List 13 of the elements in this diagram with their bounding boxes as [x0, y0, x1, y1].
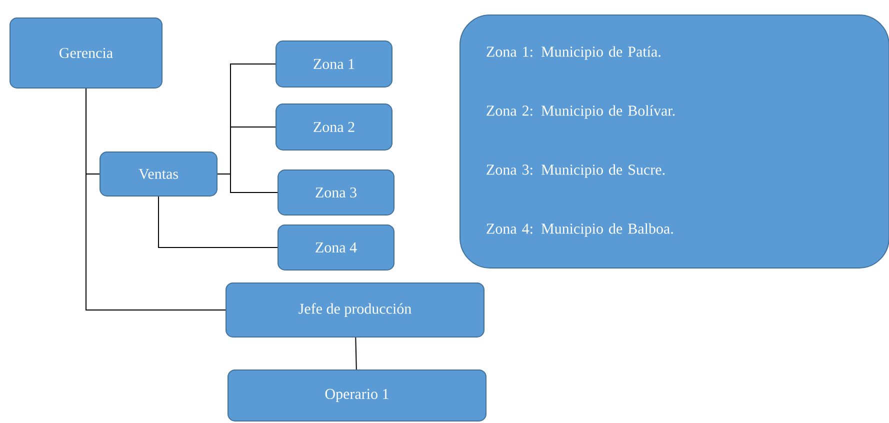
- org-box: Ventas: [100, 152, 218, 196]
- info-box: Zona 1: Municipio de Patía. Zona 2: Municipio de Bolívar. Zona 3: Municipio de Sucre. Zona 4: Municipio de Balboa.: [460, 14, 889, 268]
- connector-line: [158, 196, 278, 248]
- org-box: Zona 2: [276, 104, 392, 150]
- org-box: Zona 3: [278, 170, 394, 216]
- connector-line: [355, 336, 357, 370]
- connector-line: [86, 88, 226, 310]
- org-box: Jefe de producción: [226, 282, 484, 338]
- org-box: Operario 1: [228, 369, 486, 422]
- org-box: Zona 1: [276, 40, 392, 88]
- org-box: Zona 4: [278, 224, 394, 270]
- org-box: Gerencia: [10, 18, 163, 88]
- connector-line: [217, 174, 278, 193]
